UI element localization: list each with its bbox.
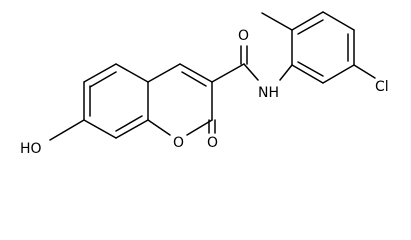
amide-nitrogen-label: NH (258, 85, 279, 101)
methyl-bond (261, 12, 293, 31)
pyranone-ring (147, 63, 213, 136)
carbonyl-oxygen-label: O (238, 28, 249, 44)
lactone-carbonyl (208, 119, 216, 134)
aryl-ring (291, 11, 355, 84)
hydroxyl-label: HO (20, 141, 42, 157)
chemical-structure: O NH Cl O O HO (20, 11, 389, 157)
benzo-ring (83, 63, 149, 139)
chloro-bond (353, 64, 376, 79)
hydroxyl-bond (49, 119, 85, 141)
amide-linkage (211, 45, 293, 83)
chlorine-label: Cl (375, 79, 389, 95)
ring-oxygen-label: O (173, 135, 184, 151)
lactone-oxygen-label: O (207, 135, 218, 151)
